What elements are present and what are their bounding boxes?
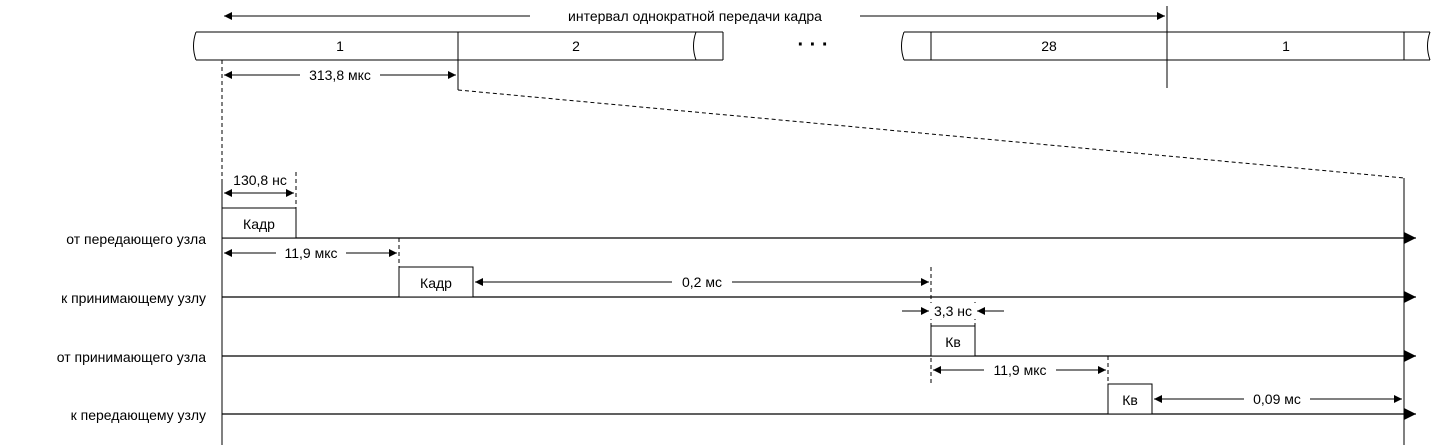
frame-tx-label: Кадр	[243, 216, 275, 232]
ack-tx-label: Кв	[945, 334, 961, 350]
slot-label-2: 2	[572, 38, 580, 54]
lane-label-rx-out: от принимающего узла	[57, 349, 206, 365]
slot-label-1b: 1	[1282, 38, 1290, 54]
ack-rx-block	[1107, 383, 1153, 415]
lane-lines	[222, 232, 1416, 420]
slot-ellipsis: · · ·	[797, 34, 828, 56]
lane-label-tx-in: к передающему узлу	[71, 407, 206, 423]
ack-duration-label: 3,3 нс	[934, 303, 972, 319]
processing-2-label: 0,09 мс	[1253, 391, 1301, 407]
interval-label: интервал однократной передачи кадра	[568, 8, 822, 24]
slot-label-28: 28	[1041, 38, 1057, 54]
lane-label-rx-in: к принимающему узлу	[61, 290, 206, 306]
slot-duration-label: 313,8 мкс	[309, 67, 371, 83]
propagation-1-label: 11,9 мкс	[284, 245, 337, 261]
processing-1-label: 0,2 мс	[682, 274, 722, 290]
ack-rx-label: Кв	[1122, 392, 1138, 408]
lane-label-tx-out: от передающего узла	[66, 231, 206, 247]
zoom-projection	[221, 60, 1405, 180]
propagation-2-label: 11,9 мкс	[993, 362, 1046, 378]
slot-axis	[193, 6, 1431, 90]
frame-duration-label: 130,8 нс	[233, 172, 287, 188]
ack-tx-block	[930, 325, 976, 357]
frame-tx-block	[221, 207, 297, 239]
frame-rx-block	[398, 266, 474, 298]
slot-label-1: 1	[336, 38, 344, 54]
frame-rx-label: Кадр	[420, 275, 452, 291]
